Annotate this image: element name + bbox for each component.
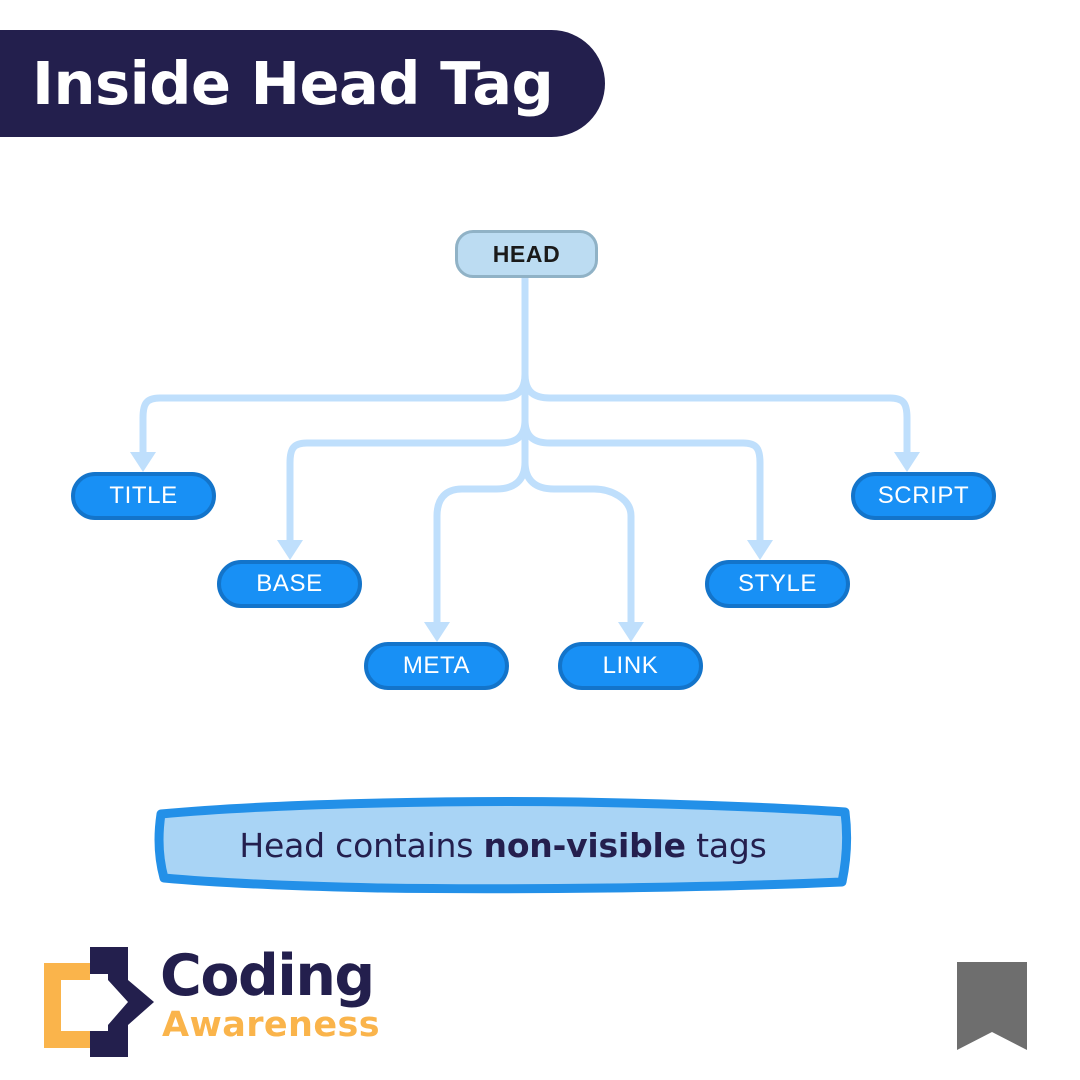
logo-secondary-text: Awareness — [162, 1005, 380, 1045]
brand-logo: Coding Awareness — [42, 945, 387, 1057]
node-script[interactable]: SCRIPT — [851, 472, 996, 520]
node-link-label: LINK — [602, 652, 659, 679]
caption-text-before: Head contains — [239, 825, 484, 865]
node-meta-label: META — [402, 652, 471, 679]
caption-text: Head contains non-visible tags — [148, 790, 858, 900]
node-style-label: STYLE — [737, 570, 818, 597]
node-base-label: BASE — [256, 570, 323, 597]
node-link[interactable]: LINK — [558, 642, 703, 690]
caption-banner: Head contains non-visible tags — [148, 790, 858, 900]
logo-primary-text: Coding — [160, 943, 375, 1009]
node-head[interactable]: HEAD — [455, 230, 598, 278]
node-script-label: SCRIPT — [877, 482, 970, 509]
coding-awareness-mark-icon — [44, 947, 154, 1057]
node-title[interactable]: TITLE — [71, 472, 216, 520]
logo-wordmark: Coding Awareness — [160, 945, 390, 1055]
connector-arrowheads — [130, 452, 920, 642]
caption-text-bold: non-visible — [483, 825, 686, 865]
caption-text-after: tags — [685, 825, 767, 865]
caption-highlight-shape — [154, 797, 852, 894]
page-title: Inside Head Tag — [32, 49, 554, 118]
node-title-label: TITLE — [109, 482, 178, 509]
node-meta[interactable]: META — [364, 642, 509, 690]
node-style[interactable]: STYLE — [705, 560, 850, 608]
node-base[interactable]: BASE — [217, 560, 362, 608]
header-banner: Inside Head Tag — [0, 30, 605, 137]
bookmark-icon[interactable] — [957, 962, 1027, 1050]
node-head-label: HEAD — [492, 240, 561, 267]
